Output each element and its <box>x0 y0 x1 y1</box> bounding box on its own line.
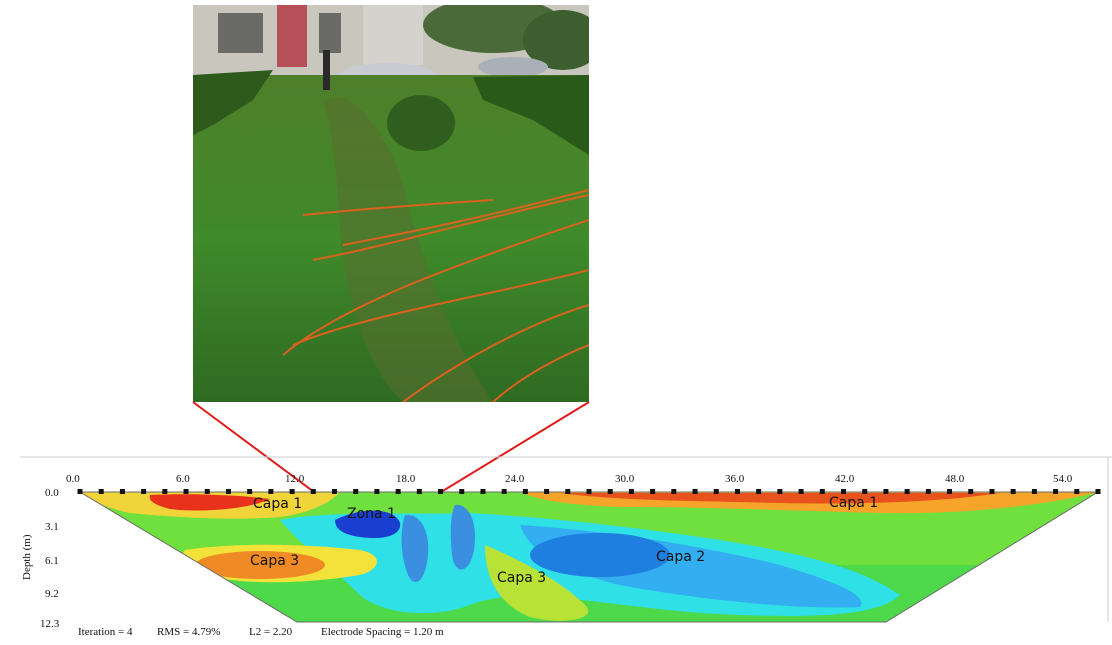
electrode-marker <box>819 489 825 494</box>
electrode-marker <box>522 489 528 494</box>
electrode-marker <box>501 489 507 494</box>
building-window <box>319 13 341 53</box>
electrode-marker <box>183 489 189 494</box>
capa3-mid-zone <box>485 545 589 621</box>
electrode-marker <box>162 489 168 494</box>
electrode-marker <box>1095 489 1101 494</box>
depth-tick-0: 0.0 <box>45 487 59 499</box>
electrode-marker <box>841 489 846 494</box>
hedge-bush <box>387 95 455 151</box>
electrode-marker <box>968 489 974 494</box>
x-tick-48: 48.0 <box>945 473 965 485</box>
electrode-marker <box>480 489 486 494</box>
electrode-cables <box>282 189 589 402</box>
electrode-marker <box>777 489 783 494</box>
electrode-marker <box>544 489 550 494</box>
x-tick-12: 12.0 <box>285 473 305 485</box>
depth-tick-3: 3.1 <box>45 521 59 533</box>
label-zona1: Zona 1 <box>347 506 396 522</box>
x-tick-0: 0.0 <box>66 473 80 485</box>
x-tick-18: 18.0 <box>396 473 416 485</box>
label-capa2: Capa 2 <box>656 549 705 565</box>
electrode-marker <box>925 489 931 494</box>
resistivity-section: 0.0 6.0 12.0 18.0 24.0 30.0 36.0 42.0 48… <box>20 456 1112 630</box>
electrode-marker <box>353 489 359 494</box>
building-column <box>277 5 307 67</box>
electrode-marker <box>1031 489 1037 494</box>
capa2-core <box>530 533 670 577</box>
electrode-marker <box>225 489 231 494</box>
iteration-label: Iteration = 4 <box>78 626 133 638</box>
parked-car <box>478 57 548 77</box>
electrode-marker <box>628 489 634 494</box>
electrode-marker <box>862 489 868 494</box>
label-capa3-left: Capa 3 <box>250 553 299 569</box>
electrode-marker <box>1010 489 1016 494</box>
x-tick-6: 6.0 <box>176 473 190 485</box>
electrode-marker <box>416 489 422 494</box>
electrode-marker <box>798 489 804 494</box>
x-tick-24: 24.0 <box>505 473 525 485</box>
electrode-marker <box>607 489 613 494</box>
label-capa1-left: Capa 1 <box>253 496 302 512</box>
electrode-marker <box>374 489 380 494</box>
x-tick-54: 54.0 <box>1053 473 1073 485</box>
capa1-right-core <box>560 493 1000 504</box>
label-capa3-mid: Capa 3 <box>497 570 546 586</box>
dirt-path <box>323 97 493 402</box>
electrode-marker <box>756 489 762 494</box>
building-wall-right <box>363 5 423 65</box>
electrode-marker <box>247 489 253 494</box>
hedge-left <box>193 70 273 135</box>
electrode-marker <box>438 489 444 494</box>
electrode-marker <box>141 489 147 494</box>
zona1-zone <box>335 510 401 539</box>
electrode-marker <box>883 489 889 494</box>
electrode-marker <box>989 489 995 494</box>
label-capa1-right: Capa 1 <box>829 495 878 511</box>
electrode-marker <box>947 489 953 494</box>
hedge-right <box>473 75 589 155</box>
electrode-marker <box>1053 489 1059 494</box>
electrode-marker <box>671 489 677 494</box>
electrode-marker <box>332 489 337 494</box>
electrode-marker <box>650 489 656 494</box>
depth-tick-9: 9.2 <box>45 588 59 600</box>
capa1-left-core <box>149 494 270 511</box>
x-tick-30: 30.0 <box>615 473 635 485</box>
electrode-markers <box>77 489 1101 494</box>
electrode-marker <box>77 489 83 494</box>
building-window <box>218 13 263 53</box>
electrode-marker <box>395 489 401 494</box>
blue-column-2 <box>450 504 476 570</box>
depth-axis-label: Depth (m) <box>21 534 33 580</box>
electrode-marker <box>1074 489 1080 494</box>
depth-tick-12: 12.3 <box>40 618 60 630</box>
electrode-marker <box>565 489 571 494</box>
electrode-marker <box>98 489 104 494</box>
electrode-marker <box>459 489 465 494</box>
electrode-marker <box>586 489 592 494</box>
electrode-marker <box>692 489 698 494</box>
tree <box>523 10 589 70</box>
capa3-left-core <box>195 551 325 579</box>
electrode-spacing-label: Electrode Spacing = 1.20 m <box>321 626 444 638</box>
blue-column <box>401 514 429 583</box>
electrode-marker <box>289 489 295 494</box>
x-tick-42: 42.0 <box>835 473 855 485</box>
electrode-marker <box>268 489 274 494</box>
field-site-photo <box>193 5 589 402</box>
l2-label: L2 = 2.20 <box>249 626 293 638</box>
rms-label: RMS = 4.79% <box>157 626 221 638</box>
electrode-marker <box>204 489 210 494</box>
person <box>323 50 330 90</box>
electrode-marker <box>713 489 719 494</box>
electrode-marker <box>310 489 316 494</box>
x-tick-36: 36.0 <box>725 473 745 485</box>
electrode-marker <box>119 489 125 494</box>
electrode-marker <box>904 489 910 494</box>
electrode-marker <box>734 489 740 494</box>
depth-tick-6: 6.1 <box>45 555 59 567</box>
